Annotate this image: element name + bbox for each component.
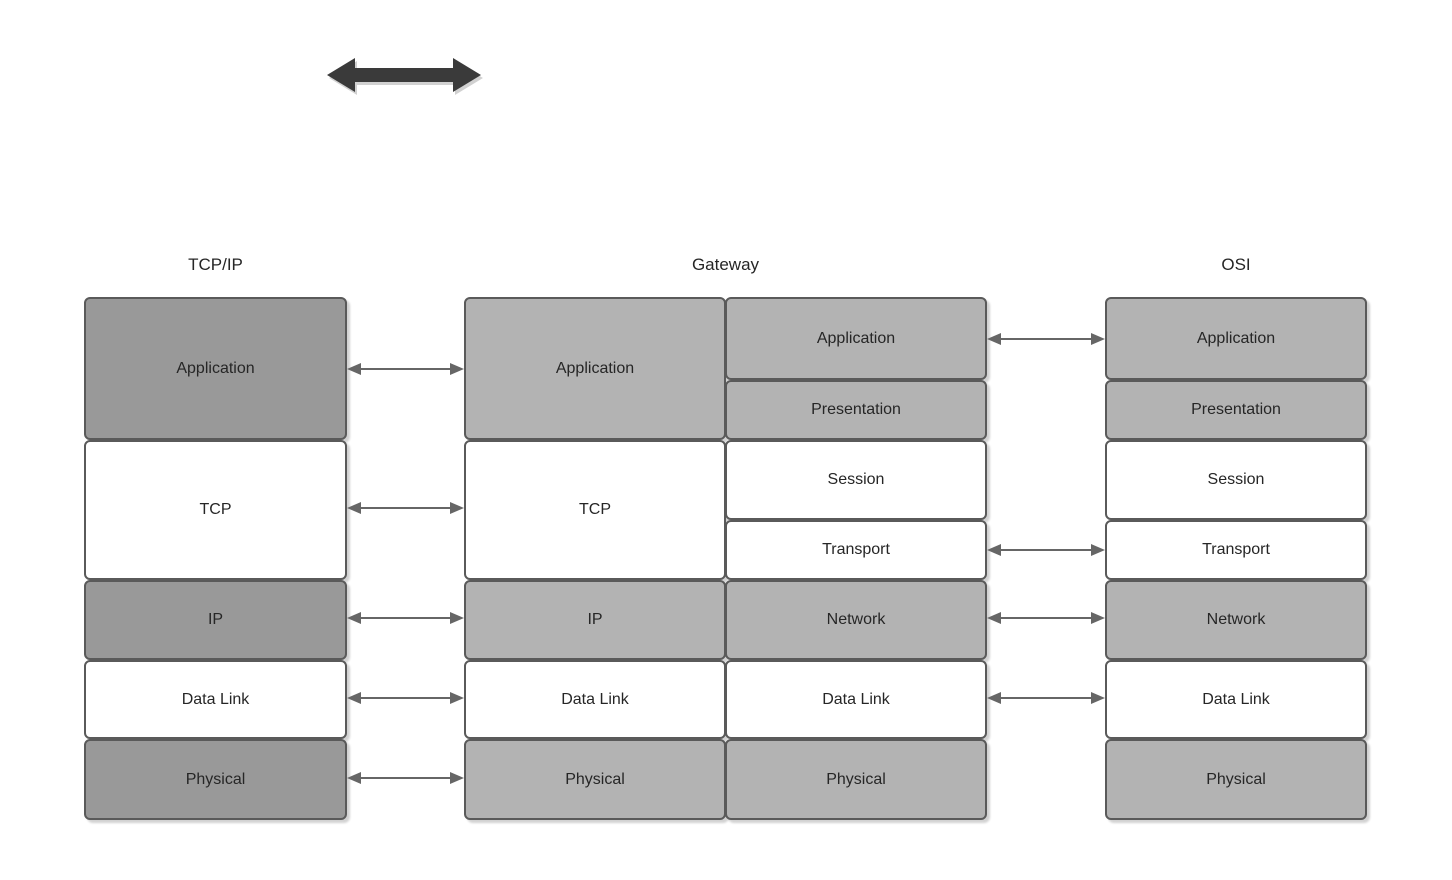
layer-gateway-right-session[interactable]: Session xyxy=(725,440,987,520)
connector-arrow-application-left xyxy=(347,360,464,378)
layer-osi-session[interactable]: Session xyxy=(1105,440,1367,520)
layer-osi-data-link[interactable]: Data Link xyxy=(1105,660,1367,739)
layer-gateway-right-physical[interactable]: Physical xyxy=(725,739,987,820)
layer-osi-physical[interactable]: Physical xyxy=(1105,739,1367,820)
layer-tcpip-ip[interactable]: IP xyxy=(84,580,347,660)
layer-gateway-right-transport[interactable]: Transport xyxy=(725,520,987,580)
layer-osi-presentation[interactable]: Presentation xyxy=(1105,380,1367,440)
layer-tcpip-application[interactable]: Application xyxy=(84,297,347,440)
column-caption-osi: OSI xyxy=(1221,255,1251,274)
connector-arrow-application-right xyxy=(987,330,1105,348)
layer-osi-application[interactable]: Application xyxy=(1105,297,1367,380)
double-headed-arrow-icon xyxy=(325,52,487,104)
layer-osi-network[interactable]: Network xyxy=(1105,580,1367,660)
stack-gateway-right: Application Presentation Session Transpo… xyxy=(725,297,987,820)
column-caption-gateway: Gateway xyxy=(691,255,760,274)
layer-gateway-left-physical[interactable]: Physical xyxy=(464,739,726,820)
layer-gateway-left-data-link[interactable]: Data Link xyxy=(464,660,726,739)
connector-arrow-network-right xyxy=(987,609,1105,627)
connector-arrow-physical-left xyxy=(347,769,464,787)
layer-gateway-right-data-link[interactable]: Data Link xyxy=(725,660,987,739)
layer-gateway-right-presentation[interactable]: Presentation xyxy=(725,380,987,440)
connector-arrow-tcp-left xyxy=(347,499,464,517)
stack-gateway-left: Application TCP IP Data Link Physical xyxy=(464,297,726,820)
layer-osi-transport[interactable]: Transport xyxy=(1105,520,1367,580)
stack-tcpip: Application TCP IP Data Link Physical xyxy=(84,297,347,820)
connector-arrow-transport-right xyxy=(987,541,1105,559)
connector-arrow-data-link-right xyxy=(987,689,1105,707)
stack-osi: Application Presentation Session Transpo… xyxy=(1105,297,1367,820)
layer-tcpip-tcp[interactable]: TCP xyxy=(84,440,347,580)
layer-gateway-right-application[interactable]: Application xyxy=(725,297,987,380)
layer-gateway-left-application[interactable]: Application xyxy=(464,297,726,440)
connector-arrow-data-link-left xyxy=(347,689,464,707)
connector-arrow-ip-left xyxy=(347,609,464,627)
layer-gateway-left-tcp[interactable]: TCP xyxy=(464,440,726,580)
layer-gateway-right-network[interactable]: Network xyxy=(725,580,987,660)
column-caption-tcpip: TCP/IP xyxy=(188,255,243,274)
layer-gateway-left-ip[interactable]: IP xyxy=(464,580,726,660)
layer-tcpip-physical[interactable]: Physical xyxy=(84,739,347,820)
layer-tcpip-data-link[interactable]: Data Link xyxy=(84,660,347,739)
